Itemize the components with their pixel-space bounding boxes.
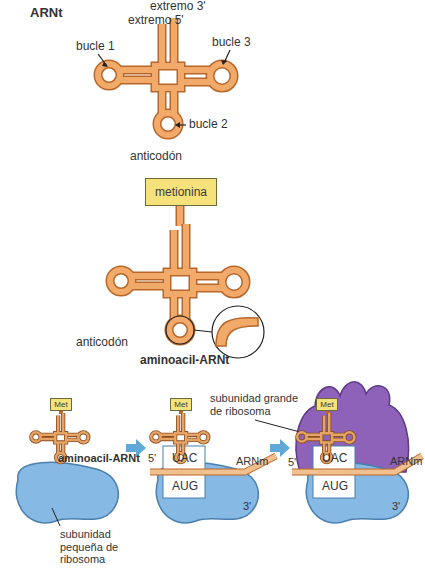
anticodon-label: anticodón — [76, 336, 128, 350]
figure-label: aminoacil-ARNt — [140, 354, 229, 368]
amino-acid-tag: Met — [170, 398, 192, 411]
leader-line — [255, 420, 300, 432]
amino-acid-tag: Met — [316, 398, 338, 411]
end-label: extremo 3' — [150, 0, 206, 14]
loop-label: bucle 3 — [212, 36, 251, 50]
magnifier — [212, 306, 264, 358]
loop-label: bucle 2 — [189, 118, 228, 132]
magnified-anticodon — [216, 318, 258, 346]
amino-link — [177, 206, 183, 226]
step-arrow — [270, 439, 290, 457]
trna-label: aminoacil-ARNt — [58, 452, 140, 465]
leader-arrowhead — [175, 122, 180, 128]
mrna-label: ARNm — [236, 455, 268, 468]
mrna-outline — [150, 456, 276, 472]
amino-acid-box: metionina — [145, 178, 217, 206]
codon-text: AUG — [172, 480, 198, 494]
end-label: extremo 5' — [128, 14, 184, 28]
zoom-marker — [166, 316, 194, 344]
subunit-label: subunidad grande de ribosoma — [210, 392, 300, 417]
subunit-label: subunidad pequeña de ribosoma — [60, 528, 145, 566]
zoom-line — [194, 330, 212, 332]
mrna-strand — [150, 456, 276, 472]
end-label: 3' — [243, 500, 251, 513]
node-text: Met — [54, 401, 67, 409]
node-text: metionina — [155, 186, 207, 198]
mrna-outline — [292, 456, 422, 472]
leader-arrowhead — [221, 60, 227, 65]
codon-text: AUG — [322, 480, 348, 494]
end-label: 5' — [288, 456, 296, 469]
amino-acid-tag: Met — [50, 398, 72, 411]
small-subunit — [16, 462, 118, 522]
end-label: 5' — [148, 452, 156, 465]
mrna-strand — [292, 456, 422, 472]
loop-label: bucle 1 — [76, 40, 115, 54]
leader-line — [98, 54, 107, 66]
figure-label: ARNt — [30, 6, 63, 21]
node-text: Met — [174, 401, 187, 409]
leader-arrowhead — [102, 62, 108, 67]
anticodon-text: UAC — [322, 452, 347, 466]
node-text: Met — [320, 401, 333, 409]
mrna-label: ARNm — [390, 455, 422, 468]
amino-link-outline — [176, 206, 185, 226]
anticodon-text: UAC — [172, 452, 197, 466]
end-label: 3' — [392, 500, 400, 513]
anticodon-label: anticodón — [130, 150, 182, 164]
leader-line — [52, 508, 60, 526]
